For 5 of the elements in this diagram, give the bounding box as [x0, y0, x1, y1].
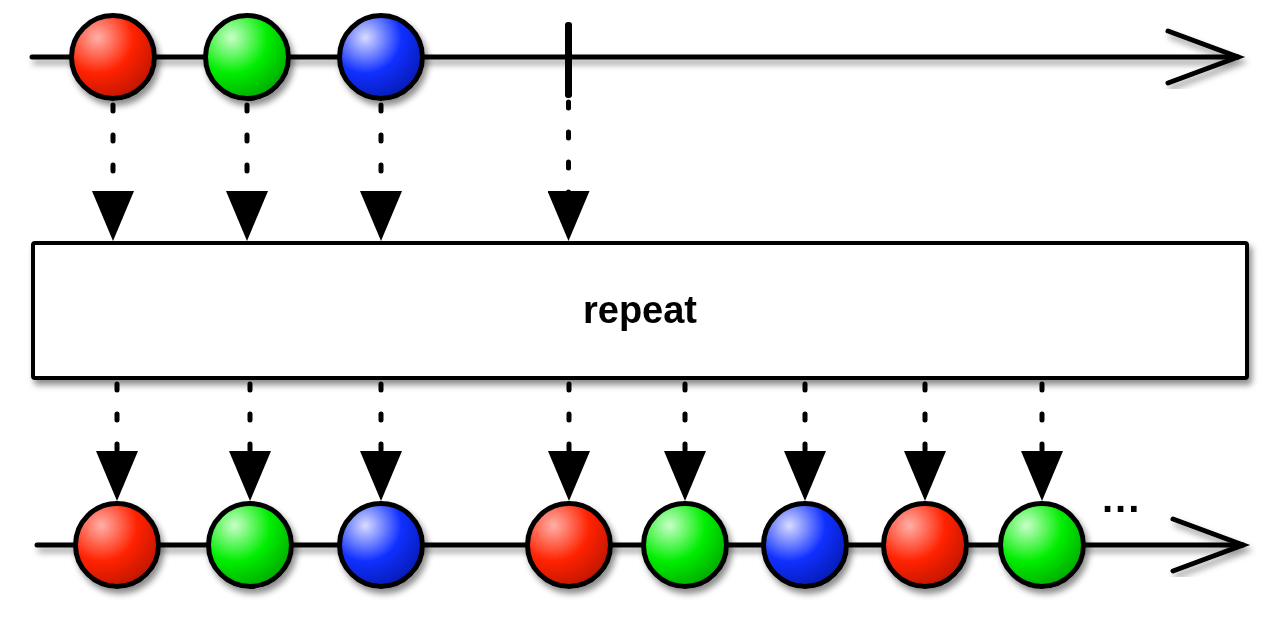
- completion-tick: [565, 22, 572, 98]
- arrow: [547, 99, 590, 244]
- ellipsis-label: ...: [1102, 478, 1142, 518]
- operator-box: [31, 241, 1249, 380]
- operator-label: repeat: [582, 289, 698, 332]
